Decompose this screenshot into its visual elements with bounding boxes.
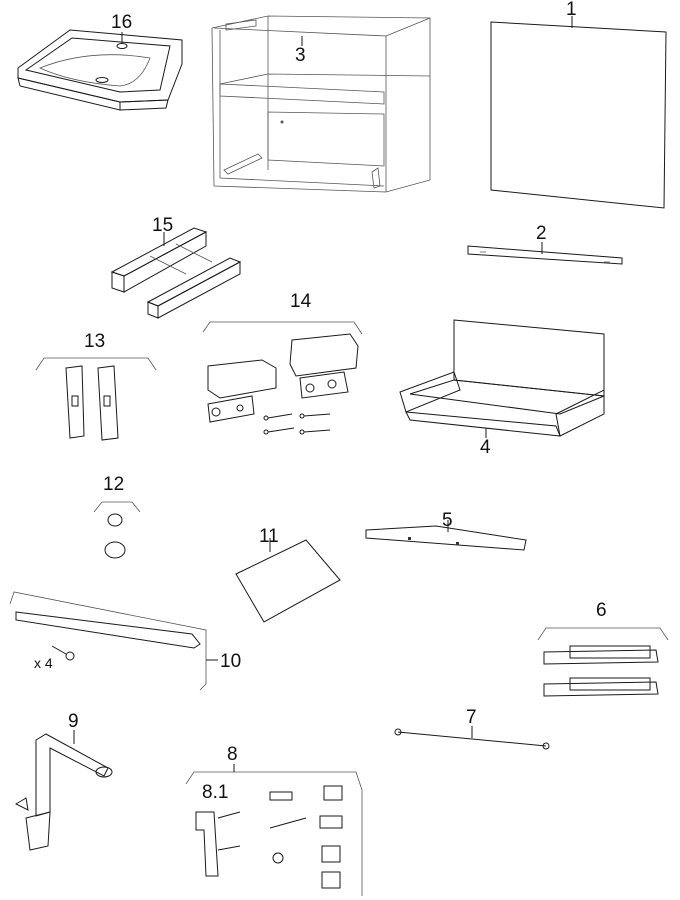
label-part-14: 14 [290,291,312,312]
label-part-9: 9 [68,711,79,732]
label-part-6: 6 [596,600,607,621]
label-part-8: 8 [227,744,238,765]
label-part-5: 5 [442,510,453,531]
label-part-3: 3 [295,45,306,66]
part-7-rod [394,728,550,750]
part-12-knobs [93,501,141,559]
label-part-8-1: 8.1 [202,782,229,803]
label-part-11: 11 [259,526,279,547]
label-part-2: 2 [536,223,547,244]
part-5-strip [365,525,527,551]
part-13-hangers [35,357,157,441]
part-4-drawer [399,319,605,437]
part-2-rail [467,245,623,265]
part-11-board [235,539,341,623]
label-part-16: 16 [111,12,133,33]
part-6-slides [537,627,669,697]
part-3-cabinet [211,15,431,193]
label-part-12: 12 [103,474,125,495]
label-part-10: 10 [220,651,242,672]
label-part-4: 4 [480,437,491,458]
part-16-washbasin [17,29,183,111]
part-14-hinges [202,321,363,435]
quantity-label-part-10: x 4 [34,655,53,671]
label-part-7: 7 [466,707,477,728]
part-1-mirror-panel [490,21,667,209]
part-9-siphon [14,733,113,851]
part-10-shelf [9,591,207,691]
label-part-13: 13 [84,331,106,352]
label-part-15: 15 [152,215,174,236]
label-part-1: 1 [566,0,577,20]
part-8-fixing-kit [185,764,363,896]
part-15-frame [110,227,242,319]
